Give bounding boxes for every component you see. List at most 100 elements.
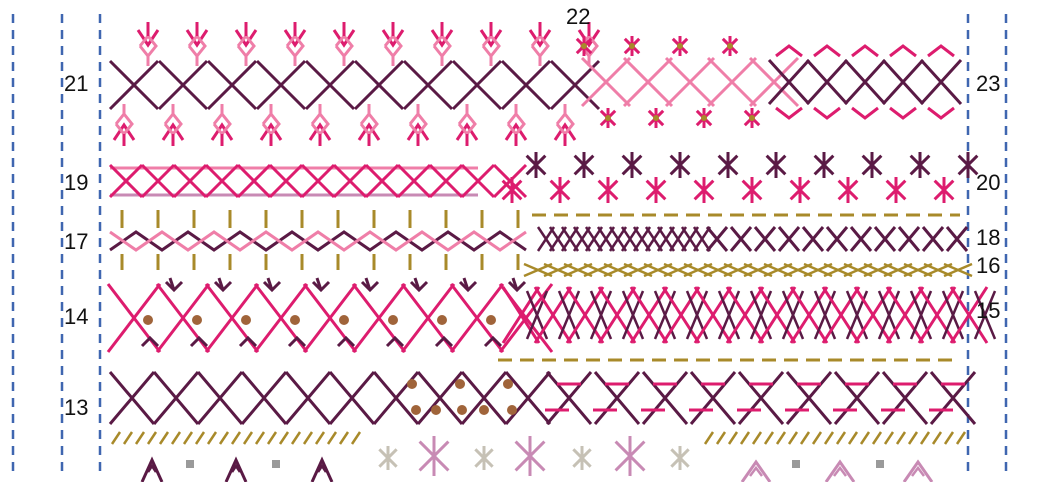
satin-stitch <box>136 432 144 444</box>
french-knot <box>479 405 489 415</box>
satin-stitch <box>160 432 168 444</box>
satin-stitch <box>292 432 300 444</box>
satin-stitch <box>705 432 713 444</box>
satin-stitch <box>765 432 773 444</box>
diamond-stitch <box>904 462 932 482</box>
satin-stitch <box>909 432 917 444</box>
band-21-stitches <box>110 22 599 146</box>
bottom-border-stitches <box>112 432 965 482</box>
french-knot <box>290 315 300 325</box>
french-knot <box>241 315 251 325</box>
chevron-stitch <box>890 46 916 56</box>
satin-stitch <box>813 432 821 444</box>
arrow-stitch <box>436 338 452 346</box>
diamond-stitch <box>312 460 332 482</box>
chevron-stitch <box>928 108 954 118</box>
row-label-20: 20 <box>976 172 1000 194</box>
satin-stitch <box>933 432 941 444</box>
starlet-center <box>701 115 707 121</box>
bead <box>272 460 280 468</box>
satin-stitch <box>196 432 204 444</box>
band-22-stitches <box>577 36 798 128</box>
satin-stitch <box>184 432 192 444</box>
row-label-21: 21 <box>64 73 88 95</box>
starlet-center <box>677 43 683 49</box>
french-knot <box>407 379 417 389</box>
satin-stitch <box>340 432 348 444</box>
row-label-15: 15 <box>976 300 1000 322</box>
satin-stitch <box>316 432 324 444</box>
diamond-stitch <box>226 460 246 482</box>
satin-stitch <box>328 432 336 444</box>
band-19-stitches <box>110 165 526 197</box>
band-17-stitches <box>110 210 526 270</box>
diamond-stitch <box>826 462 854 482</box>
satin-stitch <box>945 432 953 444</box>
arrow-stitch <box>485 338 501 346</box>
row-label-23: 23 <box>976 73 1000 95</box>
starlet-center <box>727 43 733 49</box>
satin-stitch <box>172 432 180 444</box>
french-knot <box>507 405 517 415</box>
row-label-14: 14 <box>64 306 88 328</box>
arrow-stitch <box>289 338 305 346</box>
french-knot <box>411 405 421 415</box>
satin-stitch <box>112 432 120 444</box>
satin-stitch <box>256 432 264 444</box>
satin-stitch <box>789 432 797 444</box>
starlet-center <box>605 115 611 121</box>
satin-stitch <box>825 432 833 444</box>
starlet-center <box>749 115 755 121</box>
satin-stitch <box>957 432 965 444</box>
row-label-13: 13 <box>64 397 88 419</box>
satin-stitch <box>220 432 228 444</box>
bead <box>792 460 800 468</box>
french-knot <box>339 315 349 325</box>
french-knot <box>457 405 467 415</box>
satin-stitch <box>208 432 216 444</box>
chevron-stitch <box>852 108 878 118</box>
row-label-22: 22 <box>566 6 590 28</box>
band-16-stitches <box>524 264 972 276</box>
french-knot <box>455 379 465 389</box>
chevron-stitch <box>852 46 878 56</box>
arrow-stitch <box>338 338 354 346</box>
row-label-18: 18 <box>976 227 1000 249</box>
starlet-center <box>629 43 635 49</box>
band-23-stitches <box>769 46 961 118</box>
french-knot <box>192 315 202 325</box>
bead <box>186 460 194 468</box>
satin-stitch <box>801 432 809 444</box>
satin-stitch <box>352 432 360 444</box>
chevron-stitch <box>890 108 916 118</box>
row-label-19: 19 <box>64 172 88 194</box>
band-18-stitches <box>532 215 967 251</box>
french-knot <box>437 315 447 325</box>
satin-stitch <box>897 432 905 444</box>
french-knot <box>388 315 398 325</box>
french-knot <box>503 379 513 389</box>
satin-stitch <box>280 432 288 444</box>
chevron-stitch <box>776 46 802 56</box>
diamond-stitch <box>742 462 770 482</box>
satin-stitch <box>124 432 132 444</box>
satin-stitch <box>837 432 845 444</box>
satin-stitch <box>885 432 893 444</box>
starlet-center <box>581 43 587 49</box>
chevron-stitch <box>776 108 802 118</box>
satin-stitch <box>741 432 749 444</box>
chevron-stitch <box>814 46 840 56</box>
french-knot <box>143 315 153 325</box>
satin-stitch <box>873 432 881 444</box>
satin-stitch <box>268 432 276 444</box>
satin-stitch <box>232 432 240 444</box>
chevron-stitch <box>814 108 840 118</box>
arrow-stitch <box>240 338 256 346</box>
band-20-stitches <box>503 152 978 203</box>
french-knot <box>431 405 441 415</box>
row-label-17: 17 <box>64 231 88 253</box>
satin-stitch <box>861 432 869 444</box>
satin-stitch <box>921 432 929 444</box>
satin-stitch <box>717 432 725 444</box>
satin-stitch <box>304 432 312 444</box>
